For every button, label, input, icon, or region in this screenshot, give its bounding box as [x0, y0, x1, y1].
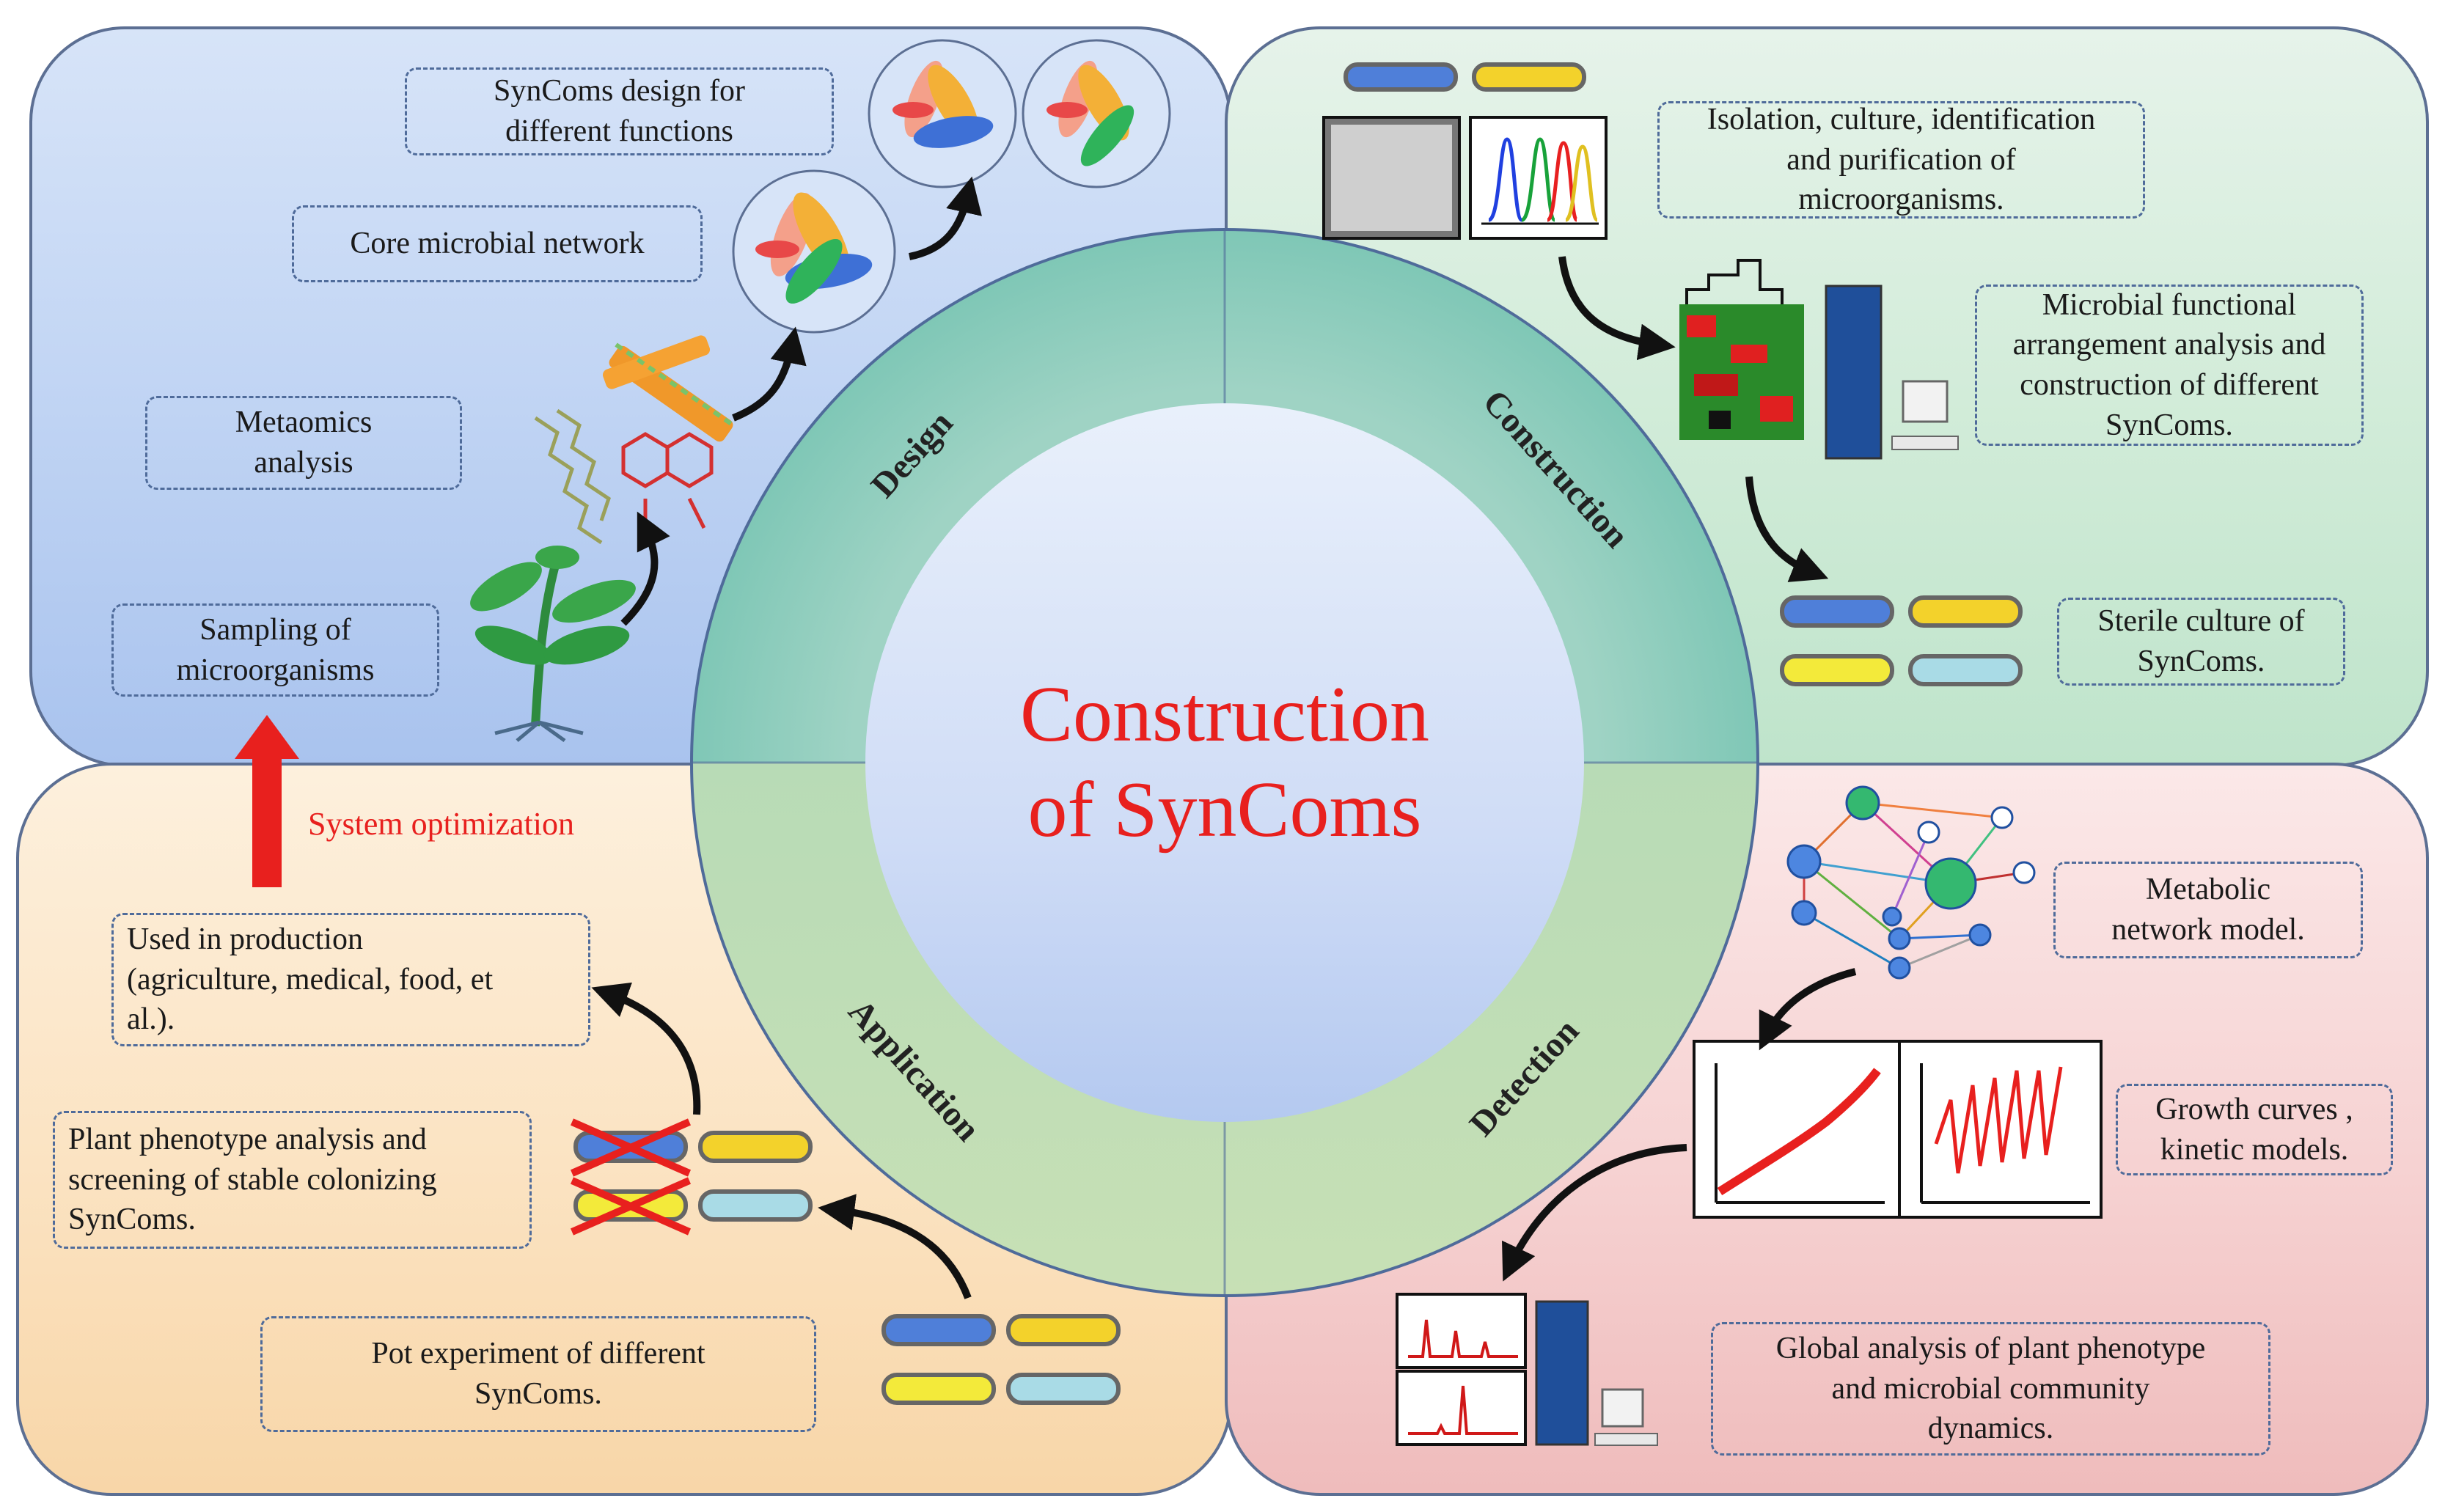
production-box: Used in production (agriculture, medical…	[111, 913, 590, 1046]
petri-dish-blue	[1344, 62, 1458, 92]
arrow-pot-to-screening	[818, 1194, 972, 1299]
title-line-2: of SynComs	[1027, 766, 1421, 854]
growth-curves-box: Growth curves , kinetic models.	[2116, 1084, 2393, 1175]
metabolic-network-icon	[1786, 785, 2036, 980]
pot-experiment-box: Pot experiment of different SynComs.	[260, 1316, 816, 1432]
phenotype-screening-box: Plant phenotype analysis and screening o…	[53, 1111, 532, 1249]
title-line-1: Construction	[1020, 671, 1429, 758]
center-ring	[690, 228, 1759, 1297]
sampling-box: Sampling of microorganisms	[111, 603, 439, 697]
arrow-plant-to-omics	[620, 511, 670, 626]
system-optimization-label: System optimization	[308, 806, 574, 842]
molecule-icon	[534, 408, 714, 545]
arrow-core-to-design	[908, 176, 982, 260]
kinetic-model-chart	[1898, 1040, 2103, 1219]
microbe-cluster-design-2	[1022, 39, 1171, 188]
metaomics-box: Metaomics analysis	[145, 396, 462, 490]
metabolic-model-box: Metabolic network model.	[2053, 862, 2363, 958]
microbe-cluster-core	[732, 169, 896, 334]
petri-dish-grid-pot	[881, 1314, 1121, 1405]
isolation-box: Isolation, culture, identification and p…	[1657, 101, 2145, 219]
petri-dish-yellow	[1472, 62, 1586, 92]
chromatogram-icon	[1469, 116, 1608, 240]
microplate-icon	[1322, 116, 1461, 240]
microbe-cluster-design-1	[868, 39, 1017, 188]
arrow-network-to-growth	[1759, 968, 1857, 1051]
functional-analysis-box: Microbial functional arrangement analysi…	[1975, 285, 2364, 446]
core-network-box: Core microbial network	[292, 205, 703, 282]
analyzer-instrument-icon	[1535, 1300, 1658, 1446]
arrow-screening-to-production	[591, 982, 701, 1115]
sequencer-icon	[1825, 285, 1959, 460]
petri-dish-grid-construction	[1780, 595, 2023, 686]
arrow-isolation-to-heatmap	[1558, 256, 1676, 361]
global-analysis-box: Global analysis of plant phenotype and m…	[1711, 1322, 2270, 1456]
plant-icon	[470, 546, 636, 743]
system-optimization-arrow	[235, 715, 299, 887]
reject-cross-icon	[570, 1177, 692, 1236]
center-disc	[865, 403, 1584, 1122]
protein-filament-icon	[602, 335, 735, 442]
heatmap-icon	[1679, 259, 1804, 440]
growth-curve-chart	[1693, 1040, 1901, 1219]
arrow-heatmap-to-sterile	[1745, 476, 1829, 582]
petri-dish-grid-screening	[570, 1118, 813, 1236]
arrow-omics-to-core	[732, 326, 807, 422]
sterile-culture-box: Sterile culture of SynComs.	[2057, 598, 2345, 686]
chromatogram-peaks-icon	[1396, 1293, 1527, 1446]
reject-cross-icon	[570, 1118, 692, 1177]
arrow-growth-to-global	[1502, 1144, 1687, 1282]
syncoms-design-box: SynComs design for different functions	[405, 67, 834, 155]
